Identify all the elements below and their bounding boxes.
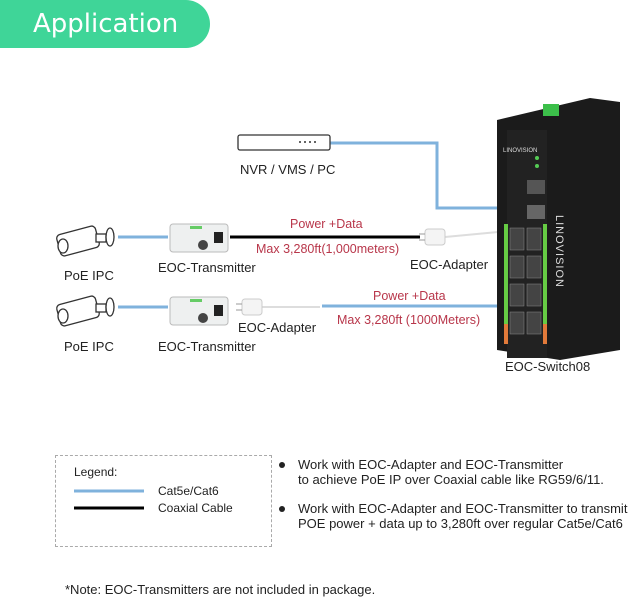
switch-label: EOC-Switch08 [505, 359, 591, 374]
camera-icon-2 [56, 295, 115, 327]
transmitter-label-1: EOC-Transmitter [158, 260, 256, 275]
adapter-label-2: EOC-Adapter [238, 320, 317, 335]
legend-item-cat: Cat5e/Cat6 [158, 484, 219, 498]
adapter-icon-1 [419, 228, 446, 246]
adapter1-cable [444, 231, 499, 238]
legend-title: Legend: [74, 465, 118, 479]
transmitter-label-2: EOC-Transmitter [158, 339, 256, 354]
row2-distance: Max 3,280ft (1000Meters) [337, 313, 481, 327]
switch-icon [497, 98, 620, 360]
switch-brand-small: LINOVISION [503, 148, 538, 154]
switch-brand-side: LINOVISION [553, 215, 565, 288]
bullet-2-line-1: Work with EOC-Adapter and EOC-Transmitte… [298, 501, 628, 516]
bullet-dot-2 [279, 506, 285, 512]
legend-box [55, 455, 272, 547]
bullet-dot-1 [279, 462, 285, 468]
adapter-icon-2 [236, 298, 263, 316]
camera-icon-1 [56, 225, 115, 257]
bullet-1-line-1: Work with EOC-Adapter and EOC-Transmitte… [298, 457, 564, 472]
legend-item-coax: Coaxial Cable [158, 501, 233, 515]
row2-power-data: Power +Data [373, 289, 446, 303]
adapter-label-1: EOC-Adapter [410, 257, 489, 272]
bullet-1-line-2: to achieve PoE IP over Coaxial cable lik… [298, 472, 604, 487]
bullet-2-line-2: POE power + data up to 3,280ft over regu… [298, 516, 623, 531]
camera-label-1: PoE IPC [64, 268, 114, 283]
transmitter-icon-2 [169, 296, 229, 326]
application-header: Application [0, 0, 210, 48]
row1-power-data: Power +Data [290, 217, 363, 231]
transmitter-icon-1 [169, 223, 229, 253]
nvr-icon [237, 134, 331, 151]
nvr-cable [330, 141, 500, 210]
row1-distance: Max 3,280ft(1,000meters) [256, 242, 400, 256]
nvr-label: NVR / VMS / PC [240, 162, 336, 177]
footnote: *Note: EOC-Transmitters are not included… [65, 582, 376, 597]
header-title: Application [33, 9, 179, 39]
camera-label-2: PoE IPC [64, 339, 114, 354]
